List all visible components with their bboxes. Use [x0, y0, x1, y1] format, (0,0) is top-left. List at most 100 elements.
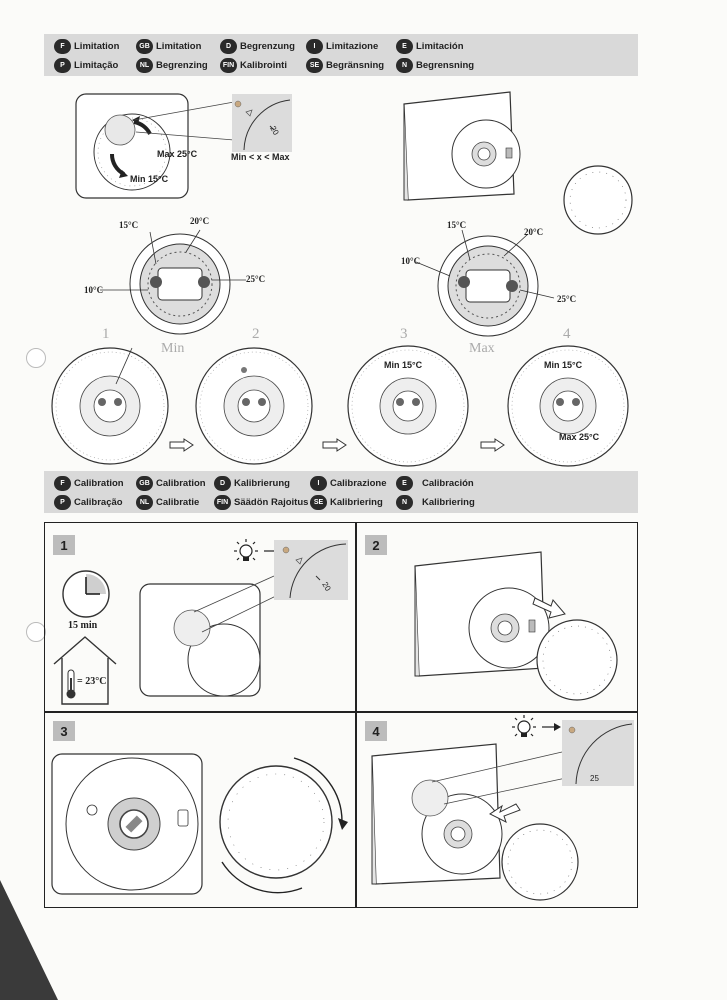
lang-code-badge: I	[310, 476, 327, 491]
lang-code-badge: FIN	[220, 58, 237, 73]
limit-ring-right-illustration	[415, 229, 555, 337]
lang-item: E Limitación	[396, 39, 464, 54]
lang-label: Begränsning	[326, 60, 385, 71]
step-dial-3-illustration	[347, 345, 469, 467]
lang-item: I Limitazione	[306, 39, 378, 54]
lang-item: SE Kalibriering	[310, 495, 383, 510]
limitation-step-number: 4	[563, 326, 571, 342]
lang-label: Begrenzung	[240, 41, 295, 52]
lang-label: Begrensning	[416, 60, 475, 71]
lang-item: FIN Kalibrointi	[220, 58, 287, 73]
lang-item: F Calibration	[54, 476, 124, 491]
lang-label: Kalibriering	[330, 497, 383, 508]
lang-label: Kalibrointi	[240, 60, 287, 71]
lang-code-badge: I	[306, 39, 323, 54]
lang-item: NL Begrenzing	[136, 58, 208, 73]
lang-code-badge: GB	[136, 39, 153, 54]
lang-label: Limitación	[416, 41, 464, 52]
limitation-step-number: 2	[252, 326, 260, 342]
lang-code-badge: P	[54, 495, 71, 510]
ring-left-label-15: 15°C	[119, 220, 139, 230]
room-temperature-label: = 23°C	[77, 676, 107, 687]
lang-code-badge: D	[214, 476, 231, 491]
lang-item: N Kalibriering	[396, 495, 475, 510]
limitation-step-overlay: Min	[161, 341, 185, 356]
lang-code-badge: NL	[136, 495, 153, 510]
step-dial-2-illustration	[195, 347, 313, 465]
max-limit-label: Max 25°C	[157, 149, 198, 159]
thermostat-open-illustration	[403, 91, 633, 235]
step-dial-4-illustration	[507, 345, 629, 467]
dial-rotation-illustration	[51, 753, 348, 895]
lang-label: Limitation	[156, 41, 202, 52]
calibration-step-badge: 4	[365, 721, 387, 741]
thermostat-cover-removed-illustration	[414, 551, 618, 701]
lang-item: D Kalibrierung	[214, 476, 290, 491]
thermostat-reassembly-illustration	[371, 720, 634, 901]
lang-code-badge: N	[396, 495, 413, 510]
light-bulb-icon	[234, 539, 258, 561]
lang-item: N Begrensning	[396, 58, 474, 73]
lang-item: SE Begränsning	[306, 58, 384, 73]
lang-item: I Calibrazione	[310, 476, 387, 491]
binder-hole	[26, 622, 46, 642]
step-3-min-label: Min 15°C	[384, 360, 423, 370]
grid-divider-horizontal	[45, 711, 637, 713]
lang-code-badge: SE	[306, 58, 323, 73]
lang-label: Kalibriering	[422, 497, 475, 508]
limitation-step-overlay: Max	[469, 341, 495, 356]
lang-label: Calibration	[74, 478, 124, 489]
limitation-step-number: 3	[400, 326, 408, 342]
lang-item: NL Calibratie	[136, 495, 199, 510]
wait-time-label: 15 min	[68, 620, 98, 631]
step-dial-1-illustration	[51, 347, 169, 465]
ring-left-label-10: 10°C	[84, 285, 104, 295]
step-4-min-label: Min 15°C	[544, 360, 583, 370]
lang-item: E Calibración	[396, 476, 474, 491]
calibration-language-bar: F Calibration GB Calibration D Kalibrier…	[44, 471, 638, 513]
lang-item: FIN Säädön Rajoitus	[214, 495, 308, 510]
clock-icon	[62, 570, 110, 618]
calibration-row-2: P Calibração NL Calibratie FIN Säädön Ra…	[44, 493, 638, 512]
house-thermometer-icon	[53, 636, 117, 705]
calibration-step-badge: 3	[53, 721, 75, 741]
lang-code-badge: F	[54, 39, 71, 54]
arrow-right-icon	[169, 438, 194, 452]
binder-hole	[26, 348, 46, 368]
limitation-row-1: F Limitation GB Limitation D Begrenzung …	[44, 36, 638, 55]
ring-right-label-10: 10°C	[401, 256, 421, 266]
ring-left-label-20: 20°C	[190, 216, 210, 226]
lang-label: Kalibrierung	[234, 478, 290, 489]
step-4-max-label: Max 25°C	[559, 432, 600, 442]
thermostat-calibration-illustration	[139, 540, 348, 697]
calibration-step-badge: 1	[53, 535, 75, 555]
lang-code-badge: FIN	[214, 495, 231, 510]
limitation-step-number: 1	[102, 326, 110, 342]
ring-right-label-15: 15°C	[447, 220, 467, 230]
light-bulb-icon	[512, 715, 536, 737]
lang-code-badge: D	[220, 39, 237, 54]
lang-item: P Calibração	[54, 495, 123, 510]
lang-item: F Limitation	[54, 39, 119, 54]
lang-label: Säädön Rajoitus	[234, 497, 309, 508]
lang-code-badge: SE	[310, 495, 327, 510]
lang-code-badge: NL	[136, 58, 153, 73]
range-label: Min < x < Max	[231, 152, 290, 162]
lang-code-badge: E	[396, 39, 413, 54]
calibration-dial-number-25: 25	[590, 774, 599, 783]
lang-label: Limitazione	[326, 41, 379, 52]
lang-code-badge: P	[54, 58, 71, 73]
lang-item: P Limitação	[54, 58, 118, 73]
calibration-steps-grid: 1 2 3 4	[44, 522, 638, 908]
page-shadow-decoration	[0, 880, 58, 1000]
arrow-right-icon	[322, 438, 347, 452]
lang-item: GB Calibration	[136, 476, 206, 491]
lang-label: Calibración	[422, 478, 474, 489]
lang-code-badge: F	[54, 476, 71, 491]
limit-ring-left-illustration	[100, 229, 246, 335]
arrow-right-icon	[542, 723, 561, 731]
thermostat-front-illustration	[75, 93, 292, 199]
grid-divider-vertical	[355, 523, 357, 907]
ring-left-label-25: 25°C	[246, 274, 266, 284]
limitation-row-2: P Limitação NL Begrenzing FIN Kalibroint…	[44, 56, 638, 75]
